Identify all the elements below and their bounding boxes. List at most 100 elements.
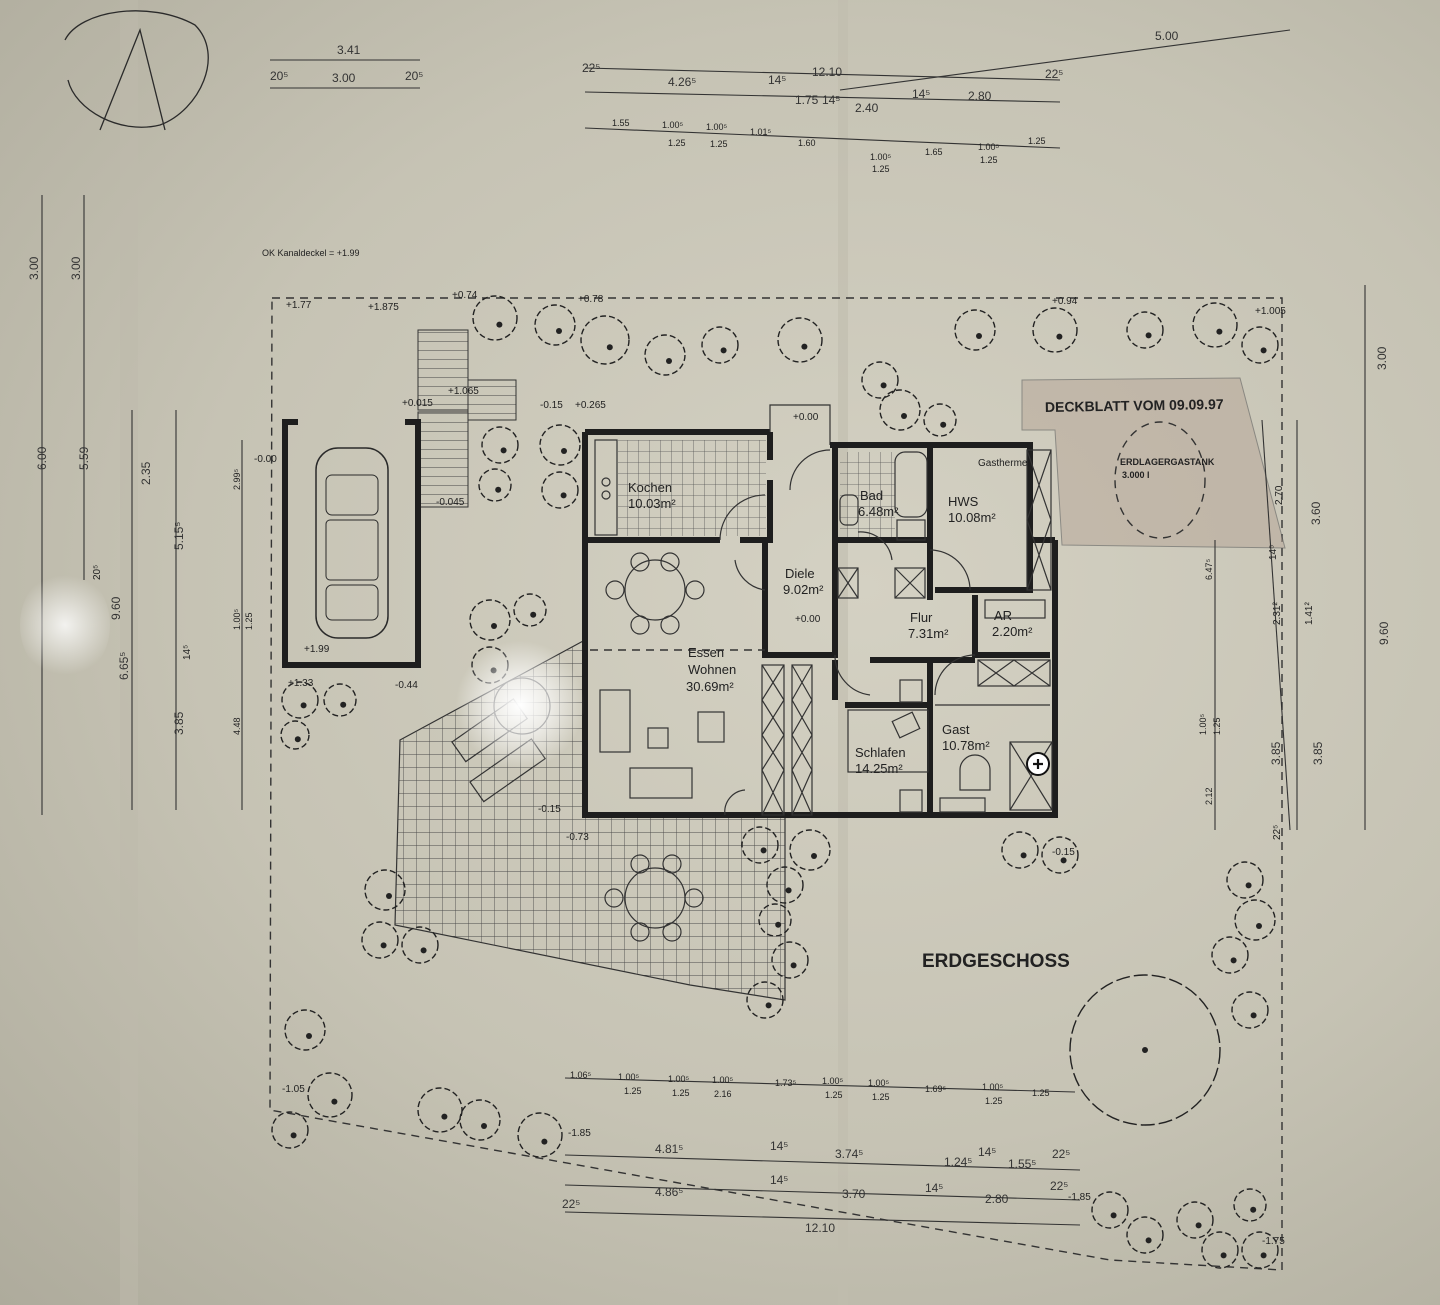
dim-top-500: 5.00 bbox=[1155, 29, 1179, 43]
shrub-dot bbox=[481, 1123, 487, 1129]
level-marker: -0.00 bbox=[254, 454, 277, 465]
dim-left-559: 5.59 bbox=[77, 446, 91, 470]
shrub-icon bbox=[459, 1099, 501, 1141]
level-marker: +0.74 bbox=[452, 290, 478, 301]
dim-bot-173: 1.73⁵ bbox=[775, 1078, 797, 1088]
dim-top-1005c: 1.00⁵ bbox=[870, 152, 892, 162]
dim-bot-1005d: 1.00⁵ bbox=[822, 1076, 844, 1086]
dim-top-160: 1.60 bbox=[798, 138, 816, 148]
shrub-dot bbox=[1250, 1206, 1257, 1213]
dim-left-125: 1.25 bbox=[244, 612, 254, 630]
floor-title: ERDGESCHOSS bbox=[922, 951, 1070, 972]
dim-left-960: 9.60 bbox=[109, 596, 123, 620]
room-area-ar: 2.20m² bbox=[992, 624, 1033, 639]
shrub-dot bbox=[901, 413, 907, 419]
level-marker: -0.045 bbox=[436, 497, 465, 508]
room-area-flur: 7.31m² bbox=[908, 626, 949, 641]
shrub-dot bbox=[340, 701, 347, 708]
shrub-icon bbox=[1001, 831, 1039, 869]
room-name-schlafen: Schlafen bbox=[855, 745, 906, 760]
level-marker: -0.15 bbox=[540, 400, 563, 411]
shrub-icon bbox=[1126, 311, 1164, 349]
zoom-in-cursor-icon[interactable] bbox=[1026, 752, 1050, 776]
property-boundary bbox=[269, 297, 1283, 1271]
dim-top-125c: 1.25 bbox=[872, 164, 890, 174]
shrub-dot bbox=[811, 853, 817, 859]
dim-bot-155: 1.55⁵ bbox=[1008, 1157, 1036, 1171]
shrub-dot bbox=[300, 702, 307, 709]
dim-left-205: 20⁵ bbox=[92, 565, 103, 580]
level-marker: +0.265 bbox=[575, 400, 606, 411]
dim-left-145: 14⁵ bbox=[182, 645, 193, 660]
shrub-icon bbox=[954, 309, 996, 351]
shrub-dot bbox=[1245, 882, 1252, 889]
level-marker: +0.78 bbox=[578, 294, 604, 305]
shrub-icon bbox=[472, 295, 518, 341]
shrub-icon bbox=[284, 1009, 326, 1051]
shrub-icon bbox=[777, 317, 823, 363]
dim-bot-1210: 12.10 bbox=[805, 1221, 835, 1235]
shrub-dot bbox=[801, 343, 808, 350]
shrub-dot bbox=[290, 1132, 297, 1139]
dim-bot-225b: 22⁵ bbox=[1050, 1179, 1068, 1193]
shrub-icon bbox=[280, 720, 310, 750]
shrub-dot bbox=[1256, 923, 1262, 929]
dim-top-205a: 20⁵ bbox=[270, 69, 288, 83]
dim-bot-125a: 1.25 bbox=[624, 1086, 642, 1096]
bed bbox=[847, 709, 929, 773]
dim-bot-370: 3.70 bbox=[842, 1187, 866, 1201]
level-marker: +1.875 bbox=[368, 302, 399, 313]
room-area-kochen: 10.03m² bbox=[628, 496, 676, 511]
level-marker: +1.99 bbox=[304, 644, 330, 655]
shrub-icon bbox=[771, 941, 809, 979]
dim-right-212: 2.12 bbox=[1204, 787, 1214, 805]
room-name-essen: Essen bbox=[688, 645, 724, 660]
dim-top-225b: 22⁵ bbox=[1045, 67, 1063, 81]
shrub-dot bbox=[556, 328, 562, 334]
shrub-icon bbox=[534, 304, 576, 346]
shrub-dot bbox=[1145, 1237, 1152, 1244]
trees-and-shrubs bbox=[271, 295, 1279, 1269]
photo-glare bbox=[455, 640, 585, 770]
shrub-dot bbox=[1260, 347, 1267, 354]
shrub-icon bbox=[401, 926, 439, 964]
shrub-icon bbox=[323, 683, 357, 717]
shrub-dot bbox=[495, 486, 502, 493]
shrub-icon bbox=[539, 424, 581, 466]
dim-left-665: 6.65⁵ bbox=[117, 652, 131, 680]
level-marker: -1.75 bbox=[1262, 1236, 1285, 1247]
room-area-diele: 9.02m² bbox=[783, 582, 824, 597]
deckblatt-label: DECKBLATT VOM 09.09.97 bbox=[1045, 396, 1224, 415]
level-marker: -1.05 bbox=[282, 1084, 305, 1095]
shrub-dot bbox=[760, 847, 767, 854]
dim-right-300: 3.00 bbox=[1375, 346, 1389, 370]
dim-right-2312: 2.31² bbox=[1272, 602, 1283, 625]
dim-bot-225a: 22⁵ bbox=[1052, 1147, 1070, 1161]
shrub-icon bbox=[469, 599, 511, 641]
dim-left-600: 6.00 bbox=[35, 446, 49, 470]
shrub-dot bbox=[606, 344, 613, 351]
shrub-dot bbox=[306, 1033, 312, 1039]
dim-top-145b: 14⁵ bbox=[822, 93, 840, 107]
shrub-icon bbox=[1233, 1188, 1267, 1222]
shrub-dot bbox=[530, 611, 537, 618]
dim-bot-1005f: 1.00⁵ bbox=[982, 1082, 1004, 1092]
shrub-dot bbox=[561, 448, 567, 454]
shrub-icon bbox=[766, 866, 804, 904]
dim-left-1005: 1.00⁵ bbox=[232, 608, 242, 630]
level-marker: -1.85 bbox=[1068, 1192, 1091, 1203]
dim-top-145c: 14⁵ bbox=[912, 87, 930, 101]
dim-left-299: 2.99⁵ bbox=[232, 468, 242, 490]
shrub-dot bbox=[765, 1002, 772, 1009]
shrub-icon bbox=[281, 681, 319, 719]
dim-top-175: 1.75 bbox=[795, 93, 819, 107]
shrub-dot bbox=[785, 887, 792, 894]
shrub-icon bbox=[271, 1111, 309, 1149]
dim-left-300b: 3.00 bbox=[69, 256, 83, 280]
dim-right-647: 6.47⁵ bbox=[1204, 558, 1214, 580]
level-marker: +1.33 bbox=[288, 678, 314, 689]
shrub-dot bbox=[1250, 1012, 1257, 1019]
north-arrow-icon bbox=[64, 10, 209, 131]
dim-top-426: 4.26⁵ bbox=[668, 75, 696, 89]
dining-table bbox=[605, 552, 705, 635]
